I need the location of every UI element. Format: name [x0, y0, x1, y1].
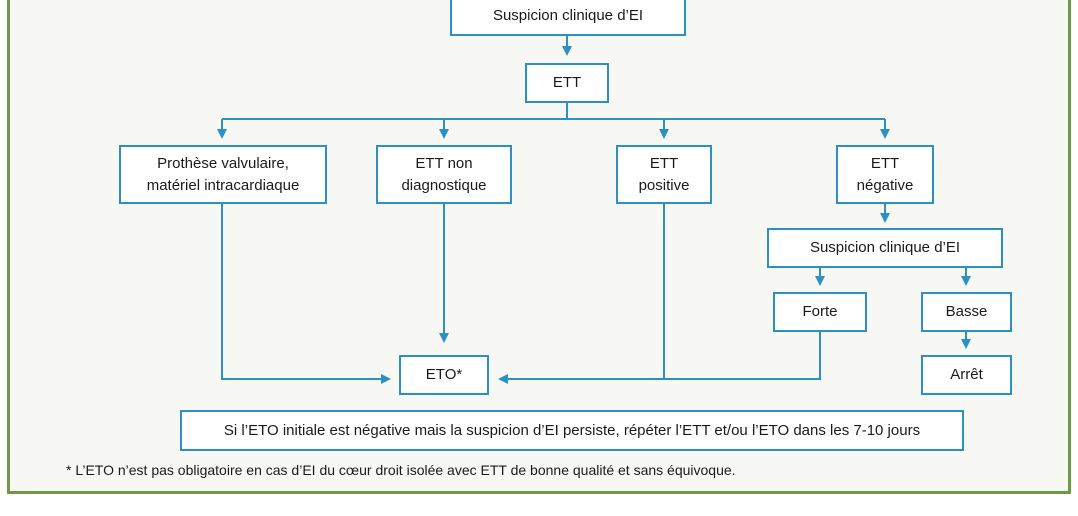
- node-ett: ETT: [525, 63, 609, 103]
- node-suspicion-clinique-second: Suspicion clinique d’EI: [767, 228, 1003, 268]
- arrow-forte-to-eto: [498, 331, 821, 384]
- node-ett-negative: ETT négative: [836, 145, 934, 204]
- arrow-prothese-to-eto: [221, 204, 391, 384]
- node-eto: ETO*: [399, 355, 489, 395]
- node-basse: Basse: [921, 292, 1012, 332]
- node-arret: Arrêt: [921, 355, 1012, 395]
- node-suspicion-clinique-top: Suspicion clinique d’EI: [450, 0, 686, 36]
- footnote: * L’ETO n’est pas obligatoire en cas d’E…: [66, 462, 736, 478]
- node-repeat-recommendation: Si l’ETO initiale est négative mais la s…: [180, 410, 964, 451]
- node-ett-positive: ETT positive: [616, 145, 712, 204]
- node-ett-non-diagnostique: ETT non diagnostique: [376, 145, 512, 204]
- node-prothese-valvulaire: Prothèse valvulaire, matériel intracardi…: [119, 145, 327, 204]
- node-forte: Forte: [773, 292, 867, 332]
